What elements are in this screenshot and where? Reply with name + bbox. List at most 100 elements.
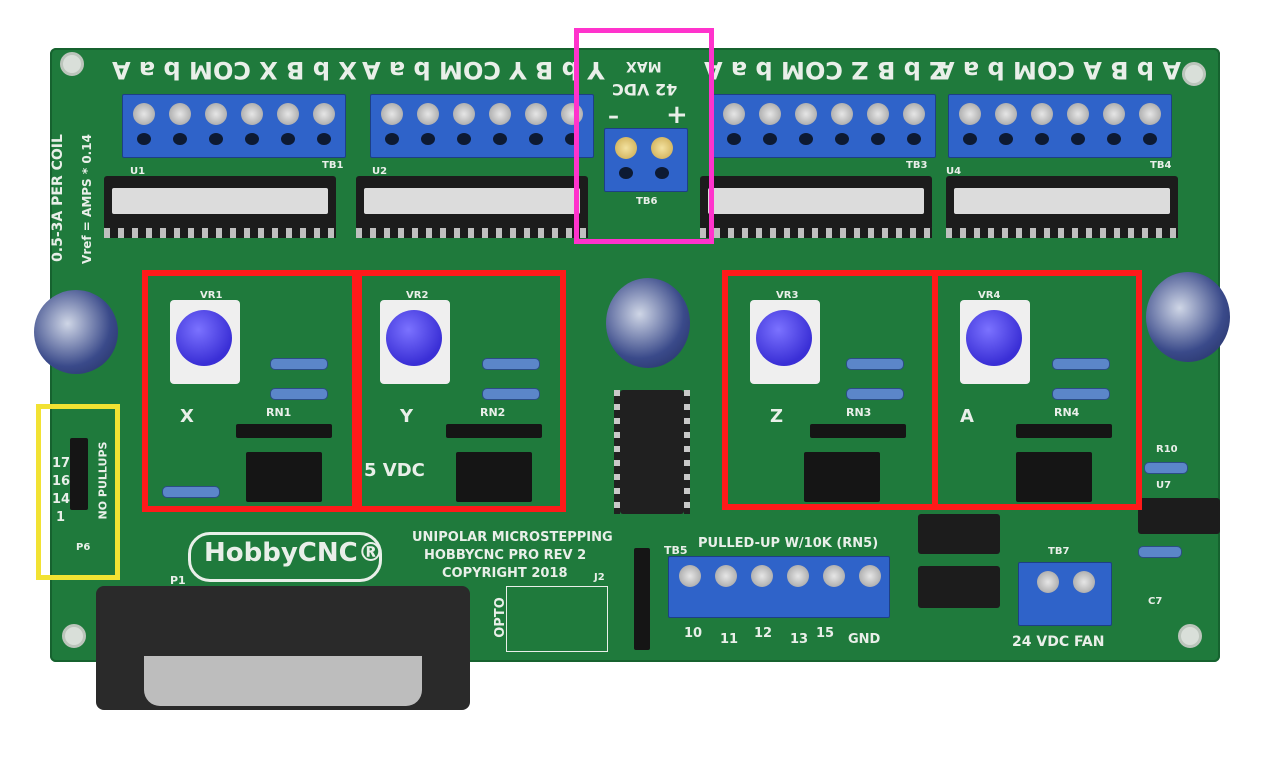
highlight-box-pin-header: [36, 404, 120, 580]
terminal-block-y: [370, 94, 594, 158]
pin-label-14: 14: [52, 492, 71, 507]
potentiometer-vr3[interactable]: [750, 300, 820, 384]
p1-label: P1: [170, 574, 186, 587]
tb5-label: TB5: [664, 544, 688, 557]
axis-label-z: Z: [770, 406, 784, 427]
input-pin-10: 10: [684, 626, 703, 641]
highlight-box-z-driver: [722, 270, 938, 510]
u4-label: U4: [946, 166, 962, 177]
driver-ic-y: [356, 176, 588, 238]
jumper-header[interactable]: [246, 452, 322, 502]
terminal-label-a: A b B A COM b a A: [936, 56, 1181, 84]
terminal-block-x: [122, 94, 346, 158]
resistor: [1052, 358, 1110, 370]
title-line-2: HOBBYCNC PRO REV 2: [424, 548, 587, 563]
tb3-label: TB3: [906, 160, 928, 171]
electrolytic-capacitor: [34, 290, 118, 374]
mounting-hole: [1178, 624, 1202, 648]
terminal-label-z: Z b B Z COM b a A: [704, 56, 947, 84]
resistor-network: [446, 424, 542, 438]
mounting-hole: [62, 624, 86, 648]
fan-terminal: [1018, 562, 1112, 626]
fan-label: 24 VDC FAN: [1012, 634, 1105, 650]
rn2-label: RN2: [480, 406, 506, 419]
u2-label: U2: [372, 166, 388, 177]
logo-text: HobbyCNC®: [204, 538, 384, 568]
axis-label-a: A: [960, 406, 974, 427]
terminal-block-z: [712, 94, 936, 158]
mounting-hole: [1182, 62, 1206, 86]
vref-note: Vref = AMPS * 0.14: [79, 134, 94, 264]
coil-note: 0.5-3A PER COIL: [49, 134, 66, 262]
jumper-header[interactable]: [1016, 452, 1092, 502]
jumper-header[interactable]: [804, 452, 880, 502]
input-pin-13: 13: [790, 632, 809, 647]
u1-label: U1: [130, 166, 146, 177]
potentiometer-vr1[interactable]: [170, 300, 240, 384]
resistor: [1052, 388, 1110, 400]
regulator: [918, 566, 1000, 608]
resistor-network: [236, 424, 332, 438]
resistor: [1138, 546, 1182, 558]
logic-ic: [614, 390, 690, 514]
potentiometer-vr4[interactable]: [960, 300, 1030, 384]
driver-ic-a: [946, 176, 1178, 238]
highlight-box-a-driver: [932, 270, 1142, 510]
regulator-u7: [1138, 498, 1220, 534]
resistor-network: [810, 424, 906, 438]
pin-header-p6[interactable]: [70, 438, 88, 510]
input-pin-12: 12: [754, 626, 773, 641]
pulled-up-label: PULLED-UP W/10K (RN5): [698, 536, 879, 551]
pin-label-1: 1: [56, 510, 66, 525]
title-line-1: UNIPOLAR MICROSTEPPING: [412, 530, 613, 545]
electrolytic-capacitor: [606, 278, 690, 368]
rn1-label: RN1: [266, 406, 292, 419]
mounting-hole: [60, 52, 84, 76]
highlight-box-power-input: [574, 28, 714, 244]
title-line-3: COPYRIGHT 2018: [442, 566, 568, 581]
resistor: [270, 358, 328, 370]
vr4-label: VR4: [978, 290, 1001, 301]
input-terminal-block: [668, 556, 890, 618]
tb7-label: TB7: [1048, 546, 1070, 557]
tb1-label: TB1: [322, 160, 344, 171]
tb4-label: TB4: [1150, 160, 1172, 171]
p6-label: P6: [76, 542, 91, 553]
resistor: [482, 358, 540, 370]
rn4-label: RN4: [1054, 406, 1080, 419]
j2-label: J2: [594, 572, 605, 583]
pin-label-17: 17: [52, 456, 71, 471]
vr2-label: VR2: [406, 290, 429, 301]
axis-label-x: X: [180, 406, 194, 427]
opto-footprint: [506, 586, 608, 652]
input-pin-gnd: GND: [848, 632, 881, 647]
c7-label: C7: [1148, 596, 1163, 607]
power-terminal: [604, 128, 688, 192]
axis-label-y: Y: [400, 406, 414, 427]
power-minus-label: –: [608, 104, 619, 129]
potentiometer-vr2[interactable]: [380, 300, 450, 384]
terminal-block-a: [948, 94, 1172, 158]
resistor: [162, 486, 220, 498]
resistor-network: [1016, 424, 1112, 438]
regulator-u6: [918, 514, 1000, 554]
resistor: [846, 388, 904, 400]
db25-connector[interactable]: [96, 586, 470, 710]
hobbycnc-logo: [188, 532, 382, 582]
pin-label-16: 16: [52, 474, 71, 489]
r10-label: R10: [1156, 444, 1178, 455]
input-pin-15: 15: [816, 626, 835, 641]
resistor: [270, 388, 328, 400]
jumper-header[interactable]: [456, 452, 532, 502]
driver-ic-z: [700, 176, 932, 238]
supply-voltage-label: 5 VDC: [364, 460, 425, 481]
vr3-label: VR3: [776, 290, 799, 301]
rn5-resistor-network: [634, 548, 650, 650]
opto-label: OPTO: [492, 597, 508, 638]
power-terminal-id: TB6: [636, 196, 658, 207]
power-plus-label: +: [666, 100, 688, 130]
vr1-label: VR1: [200, 290, 223, 301]
u7-label: U7: [1156, 480, 1172, 491]
highlight-box-x-driver: [142, 270, 358, 512]
resistor: [482, 388, 540, 400]
